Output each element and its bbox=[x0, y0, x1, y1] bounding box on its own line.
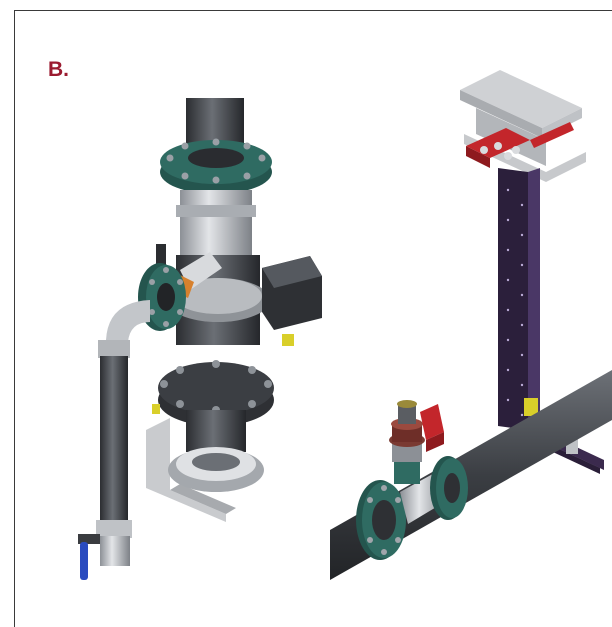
pipe-support-illustration bbox=[330, 70, 612, 580]
elbow bbox=[106, 300, 150, 342]
lower-flange bbox=[158, 362, 274, 414]
i-beam bbox=[460, 70, 582, 128]
steel-spool bbox=[180, 190, 252, 260]
mount-bracket bbox=[146, 418, 226, 522]
support-rail bbox=[498, 168, 528, 430]
black-hose bbox=[100, 356, 128, 524]
valve-assembly-illustration bbox=[78, 98, 322, 580]
blue-valve-handle bbox=[80, 542, 88, 580]
panel-label: B. bbox=[48, 58, 69, 81]
